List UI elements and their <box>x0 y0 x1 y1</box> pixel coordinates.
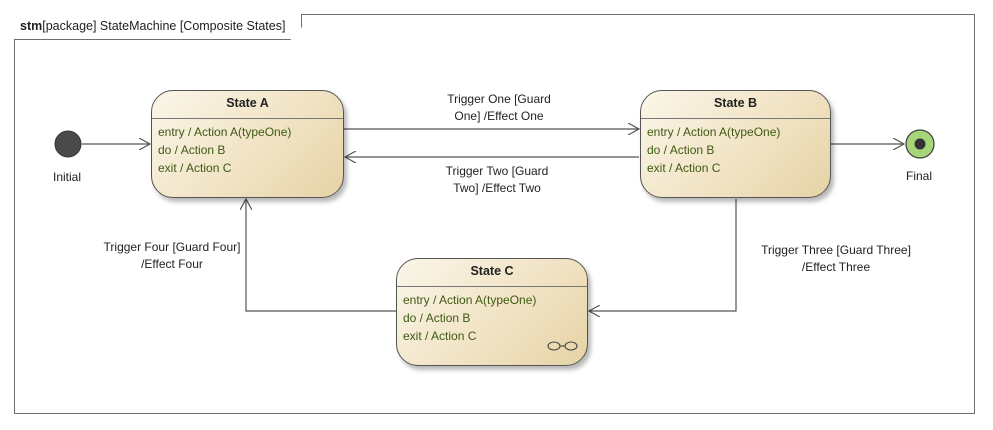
state-c[interactable]: State C entry / Action A(typeOne) do / A… <box>396 258 588 366</box>
state-b-actions: entry / Action A(typeOne) do / Action B … <box>647 123 780 177</box>
state-a-name: State A <box>152 91 343 119</box>
state-a[interactable]: State A entry / Action A(typeOne) do / A… <box>151 90 344 198</box>
transition-two-label-line2: Two] /Effect Two <box>453 181 541 195</box>
transition-four[interactable] <box>246 199 396 312</box>
initial-label: Initial <box>52 170 81 184</box>
transition-four-label-line2: /Effect Four <box>141 257 203 271</box>
composite-state-icon <box>547 341 578 351</box>
transition-four-label: Trigger Four [Guard Four] /Effect Four <box>92 239 252 273</box>
state-b-do: do / Action B <box>647 143 715 157</box>
final-node-core <box>914 138 926 150</box>
transition-three-label: Trigger Three [Guard Three] /Effect Thre… <box>748 242 924 276</box>
state-b-exit: exit / Action C <box>647 161 721 175</box>
transition-three-label-line2: /Effect Three <box>801 260 871 274</box>
state-b-name: State B <box>641 91 830 119</box>
transition-one-label-line2: One] /Effect One <box>454 109 544 123</box>
transition-three-label-line1: Trigger Three [Guard Three] <box>761 243 911 257</box>
state-c-name: State C <box>397 259 587 287</box>
transition-three[interactable] <box>589 199 737 311</box>
final-label: Final <box>905 169 932 183</box>
frame-title: [package] StateMachine [Composite States… <box>42 19 286 33</box>
state-a-entry: entry / Action A(typeOne) <box>158 125 292 139</box>
state-a-do: do / Action B <box>158 143 226 157</box>
state-c-actions: entry / Action A(typeOne) do / Action B … <box>403 291 536 345</box>
transition-one-label-line1: Trigger One [Guard <box>447 92 551 106</box>
state-c-do: do / Action B <box>403 311 471 325</box>
frame-header: stm[package] StateMachine [Composite Sta… <box>14 14 302 40</box>
transition-two-label-line1: Trigger Two [Guard <box>445 164 549 178</box>
frame-keyword: stm <box>20 19 43 33</box>
transition-two-label: Trigger Two [Guard Two] /Effect Two <box>428 163 566 197</box>
state-a-actions: entry / Action A(typeOne) do / Action B … <box>158 123 291 177</box>
transition-four-label-line1: Trigger Four [Guard Four] <box>103 240 241 254</box>
state-a-exit: exit / Action C <box>158 161 232 175</box>
state-b-entry: entry / Action A(typeOne) <box>647 125 781 139</box>
state-c-entry: entry / Action A(typeOne) <box>403 293 537 307</box>
state-c-exit: exit / Action C <box>403 329 477 343</box>
transition-one-label: Trigger One [Guard One] /Effect One <box>430 91 568 125</box>
initial-node[interactable] <box>54 130 82 158</box>
state-b[interactable]: State B entry / Action A(typeOne) do / A… <box>640 90 831 198</box>
